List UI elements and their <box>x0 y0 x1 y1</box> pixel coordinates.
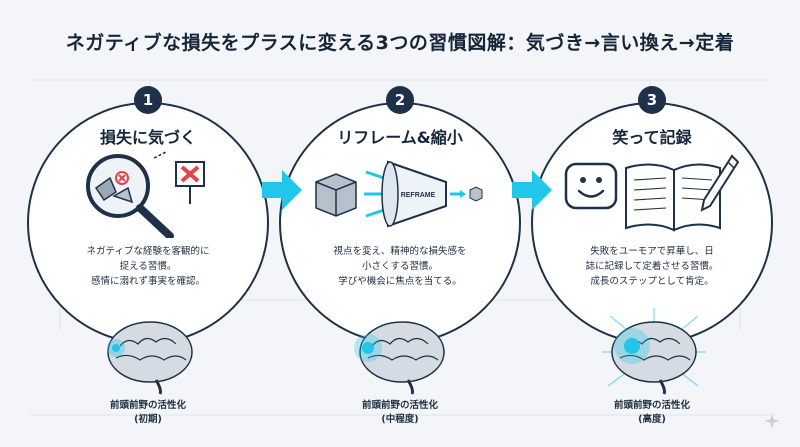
pen-icon <box>700 154 740 212</box>
sparkle-icon <box>764 413 780 429</box>
brain-caption: 前頭前野の活性化 (初期) <box>109 400 186 425</box>
brain-caption: 前頭前野の活性化 (中程度) <box>361 400 438 425</box>
notebook-icon <box>564 154 740 232</box>
step-number-badge: 2 <box>386 86 414 114</box>
funnel-icon: REFRAME <box>315 160 483 228</box>
brain-icon <box>107 321 193 395</box>
page-title: ネガティブな損失をプラスに変える3つの習慣図解：気づき→言い換え→定着 <box>65 32 735 54</box>
step-heading: リフレーム&縮小 <box>337 128 463 147</box>
step-description: 視点を変え、精神的な損失感を 小さくする習慣。 学びや機会に焦点を当てる。 <box>333 246 467 287</box>
box-icon <box>315 173 357 217</box>
step-1: 1 損失に気づく ネガティブな経験を客観的に 捉える習慣。 感情に溺れず事実を確… <box>23 86 273 431</box>
x-sign-icon <box>175 161 205 204</box>
brain-icon <box>602 308 706 395</box>
step-number-badge: 3 <box>638 86 666 114</box>
brain-caption: 前頭前野の活性化 (高度) <box>613 400 690 425</box>
step-3: 3 笑って記録 失敗をユーモアで昇華し、日 誌に <box>527 86 777 431</box>
brain-icon <box>354 321 445 395</box>
smiley-icon <box>564 162 618 210</box>
step-description: ネガティブな経験を客観的に 捉える習慣。 感情に溺れず事実を確認。 <box>86 246 210 287</box>
step-heading: 笑って記録 <box>612 128 692 147</box>
step-number-badge: 1 <box>134 86 162 114</box>
step-2: 2 リフレーム&縮小 REFRAME 視点を変え、精神的な損失感を 小さくする習… <box>275 86 525 431</box>
reframe-label: REFRAME <box>401 192 436 199</box>
magnifier-icon <box>86 151 205 238</box>
arrow-right-icon <box>512 170 552 210</box>
step-heading: 損失に気づく <box>99 128 196 147</box>
arrow-right-icon <box>262 170 302 210</box>
step-description: 失敗をユーモアで昇華し、日 誌に記録して定着させる習慣。 成長のステップとして肯… <box>585 246 719 287</box>
